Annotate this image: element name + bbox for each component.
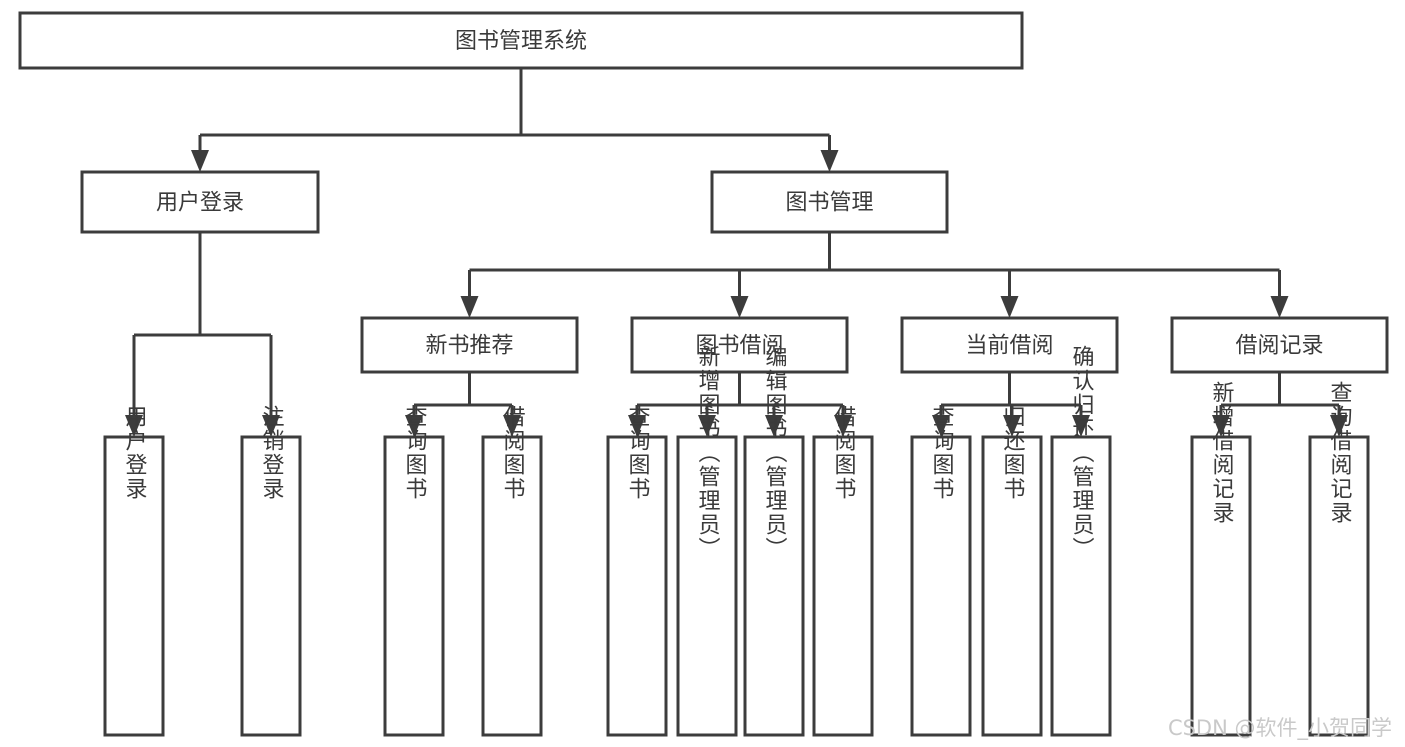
node-box-leaf-query-record[interactable] bbox=[1308, 435, 1370, 737]
node-leaf-add-record[interactable]: 新增借阅记录 bbox=[1190, 381, 1252, 737]
node-label-leaf-confirm-return: 确认归还（管理员） bbox=[1069, 345, 1095, 561]
book-borrow-arrow-2 bbox=[765, 415, 783, 437]
node-box-user-login[interactable] bbox=[80, 170, 320, 234]
node-borrow-records[interactable]: 借阅记录 bbox=[1170, 316, 1389, 374]
node-box-leaf-confirm-return[interactable] bbox=[1050, 435, 1112, 737]
node-box-root[interactable] bbox=[18, 11, 1024, 70]
node-leaf-user-login[interactable]: 用户登录 bbox=[103, 405, 165, 737]
node-box-leaf-user-login[interactable] bbox=[103, 435, 165, 737]
node-current-borrow[interactable]: 当前借阅 bbox=[900, 316, 1119, 374]
book-management-arrow-2 bbox=[1000, 296, 1019, 318]
node-label-leaf-logout: 注销登录 bbox=[259, 405, 285, 501]
book-management-arrow-0 bbox=[460, 296, 479, 318]
node-box-book-borrow[interactable] bbox=[630, 316, 849, 374]
current-borrow-arrow-1 bbox=[1003, 415, 1021, 437]
node-box-leaf-edit-book-admin[interactable] bbox=[743, 435, 805, 737]
node-leaf-confirm-return[interactable]: 确认归还（管理员） bbox=[1050, 345, 1112, 737]
node-label-leaf-user-login: 用户登录 bbox=[122, 405, 148, 501]
node-leaf-query-book-1[interactable]: 查询图书 bbox=[383, 405, 445, 737]
node-box-current-borrow[interactable] bbox=[900, 316, 1119, 374]
current-borrow-arrow-0 bbox=[932, 415, 950, 437]
node-label-leaf-query-book-3: 查询图书 bbox=[929, 405, 955, 501]
node-layer: 图书管理系统用户登录图书管理新书推荐图书借阅当前借阅借阅记录用户登录注销登录查询… bbox=[18, 11, 1389, 737]
borrow-records-arrow-0 bbox=[1212, 415, 1230, 437]
borrow-records-arrow-1 bbox=[1330, 415, 1348, 437]
node-label-leaf-return-book: 归还图书 bbox=[1000, 405, 1026, 501]
node-book-management[interactable]: 图书管理 bbox=[710, 170, 949, 234]
node-leaf-borrow-book-1[interactable]: 借阅图书 bbox=[481, 405, 543, 737]
node-label-leaf-query-record: 查询借阅记录 bbox=[1327, 381, 1353, 525]
node-label-leaf-add-record: 新增借阅记录 bbox=[1209, 381, 1235, 525]
node-box-leaf-query-book-2[interactable] bbox=[606, 435, 668, 737]
node-label-leaf-borrow-book-2: 借阅图书 bbox=[831, 405, 857, 501]
connector-layer bbox=[125, 68, 1348, 437]
user-login-arrow-0 bbox=[125, 415, 143, 437]
node-label-leaf-add-book-admin: 新增图书（管理员） bbox=[695, 345, 721, 561]
node-label-user-login: 用户登录 bbox=[156, 191, 244, 216]
node-root[interactable]: 图书管理系统 bbox=[18, 11, 1024, 70]
node-box-leaf-logout[interactable] bbox=[240, 435, 302, 737]
book-borrow-arrow-1 bbox=[698, 415, 716, 437]
node-label-borrow-records: 借阅记录 bbox=[1235, 334, 1323, 359]
node-box-leaf-add-book-admin[interactable] bbox=[676, 435, 738, 737]
book-management-arrow-3 bbox=[1270, 296, 1289, 318]
node-box-new-book-recommend[interactable] bbox=[360, 316, 579, 374]
node-label-new-book-recommend: 新书推荐 bbox=[425, 334, 513, 359]
node-label-root: 图书管理系统 bbox=[455, 29, 587, 54]
node-box-leaf-return-book[interactable] bbox=[981, 435, 1043, 737]
node-book-borrow[interactable]: 图书借阅 bbox=[630, 316, 849, 374]
node-box-leaf-add-record[interactable] bbox=[1190, 435, 1252, 737]
node-label-leaf-borrow-book-1: 借阅图书 bbox=[500, 405, 526, 501]
node-leaf-logout[interactable]: 注销登录 bbox=[240, 405, 302, 737]
node-box-leaf-query-book-3[interactable] bbox=[910, 435, 972, 737]
node-box-borrow-records[interactable] bbox=[1170, 316, 1389, 374]
node-new-book-recommend[interactable]: 新书推荐 bbox=[360, 316, 579, 374]
book-management-arrow-1 bbox=[730, 296, 749, 318]
user-login-arrow-1 bbox=[262, 415, 280, 437]
current-borrow-arrow-2 bbox=[1072, 415, 1090, 437]
node-leaf-borrow-book-2[interactable]: 借阅图书 bbox=[812, 405, 874, 737]
node-box-leaf-borrow-book-2[interactable] bbox=[812, 435, 874, 737]
node-leaf-query-book-2[interactable]: 查询图书 bbox=[606, 405, 668, 737]
node-label-current-borrow: 当前借阅 bbox=[965, 334, 1053, 359]
book-borrow-arrow-3 bbox=[834, 415, 852, 437]
node-label-leaf-query-book-2: 查询图书 bbox=[625, 405, 651, 501]
node-leaf-edit-book-admin[interactable]: 编辑图书（管理员） bbox=[743, 345, 805, 737]
node-label-book-management: 图书管理 bbox=[785, 191, 873, 216]
node-leaf-query-record[interactable]: 查询借阅记录 bbox=[1308, 381, 1370, 737]
node-label-leaf-query-book-1: 查询图书 bbox=[402, 405, 428, 501]
node-box-leaf-query-book-1[interactable] bbox=[383, 435, 445, 737]
node-label-leaf-edit-book-admin: 编辑图书（管理员） bbox=[762, 345, 788, 561]
csdn-watermark: CSDN @软件_小贺同学 bbox=[1168, 716, 1392, 741]
book-borrow-arrow-0 bbox=[628, 415, 646, 437]
root-arrow-1 bbox=[820, 150, 839, 172]
node-label-book-borrow: 图书借阅 bbox=[695, 334, 783, 359]
node-leaf-add-book-admin[interactable]: 新增图书（管理员） bbox=[676, 345, 738, 737]
new-book-recommend-arrow-0 bbox=[405, 415, 423, 437]
node-box-leaf-borrow-book-1[interactable] bbox=[481, 435, 543, 737]
node-leaf-query-book-3[interactable]: 查询图书 bbox=[910, 405, 972, 737]
node-user-login[interactable]: 用户登录 bbox=[80, 170, 320, 234]
node-leaf-return-book[interactable]: 归还图书 bbox=[981, 405, 1043, 737]
node-box-book-management[interactable] bbox=[710, 170, 949, 234]
root-arrow-0 bbox=[191, 150, 209, 172]
new-book-recommend-arrow-1 bbox=[503, 415, 521, 437]
